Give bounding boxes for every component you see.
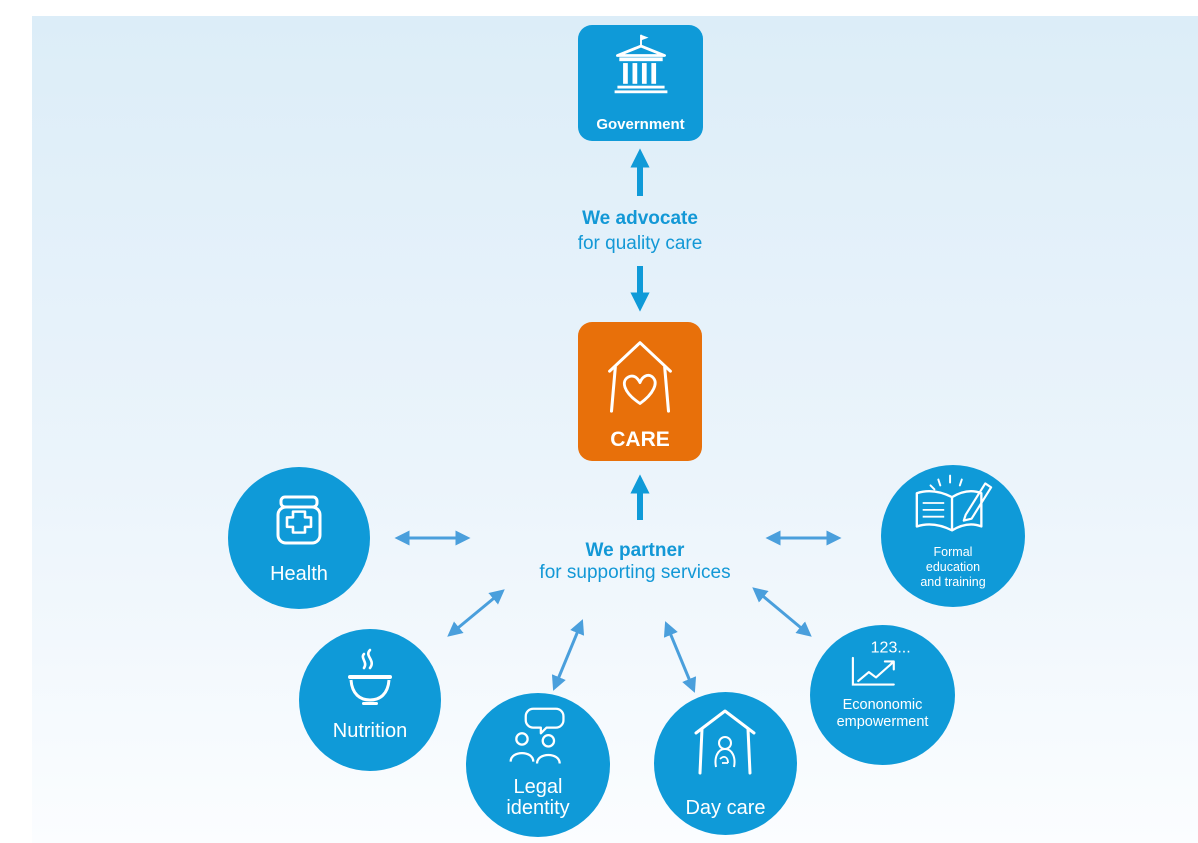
medicine-jar-icon <box>276 495 322 545</box>
partner-caption-line2: for supporting services <box>539 562 731 583</box>
government-tile: Government <box>578 25 703 141</box>
economic-empowerment-label: Econonomic empowerment <box>810 697 955 731</box>
arrow-economic <box>752 587 812 637</box>
government-building-icon <box>614 34 668 94</box>
nutrition-label: Nutrition <box>332 720 408 742</box>
service-formal-education: Formal education and training <box>881 465 1025 607</box>
arrow-nutrition <box>447 589 505 637</box>
formal-education-label: Formal education and training <box>881 545 1025 590</box>
book-pen-icon <box>915 474 993 532</box>
economic-label-line1: Econonomic <box>842 697 923 713</box>
day-care-label: Day care <box>685 797 766 819</box>
growth-chart-icon-text: 123... <box>871 640 911 657</box>
house-child-icon <box>694 709 756 775</box>
economic-label-line2: empowerment <box>836 714 929 730</box>
service-legal-identity: Legal identity <box>466 693 610 837</box>
service-health: Health <box>228 467 370 609</box>
care-label: CARE <box>610 428 670 451</box>
advocacy-caption: We advocate for quality care <box>520 206 760 256</box>
care-tile: CARE <box>578 322 702 461</box>
service-economic-empowerment: 123... Econonomic empowerment <box>810 625 955 765</box>
advocacy-caption-line1: We advocate <box>582 208 698 229</box>
legal-identity-label-line2: identity <box>506 797 570 819</box>
education-label-line1: Formal <box>933 545 973 559</box>
growth-chart-icon: 123... <box>851 640 911 686</box>
steaming-bowl-icon <box>348 648 392 705</box>
house-heart-icon <box>608 341 672 413</box>
advocacy-caption-line2: for quality care <box>577 233 703 254</box>
service-nutrition: Nutrition <box>299 629 441 771</box>
education-label-line3: and training <box>920 575 986 589</box>
legal-identity-label: Legal identity <box>466 777 610 819</box>
legal-identity-label-line1: Legal <box>513 776 563 798</box>
arrow-day-care <box>663 621 697 693</box>
education-label-line2: education <box>925 560 981 574</box>
people-speech-icon <box>509 707 565 764</box>
health-label: Health <box>270 563 328 585</box>
government-label: Government <box>596 116 685 133</box>
arrow-legal-identity <box>551 619 585 691</box>
partner-caption-line1: We partner <box>585 540 685 561</box>
service-day-care: Day care <box>654 692 797 835</box>
partner-caption: We partner for supporting services <box>500 540 770 584</box>
